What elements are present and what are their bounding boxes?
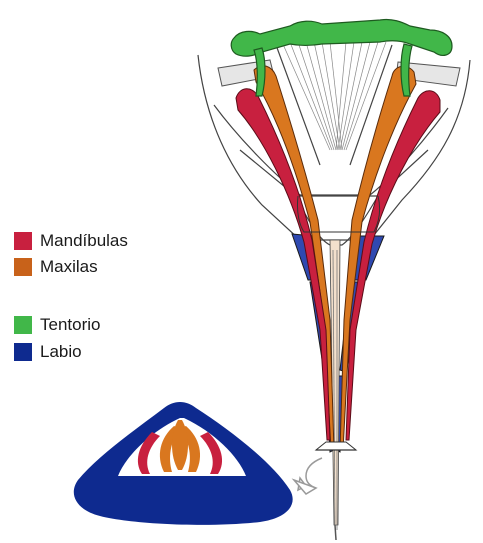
mandible-left (236, 89, 330, 440)
curved-arrow-icon (294, 458, 322, 494)
mandibulas-swatch (14, 232, 32, 250)
tentorium (231, 19, 452, 96)
legend-item-labio: Labio (14, 342, 82, 362)
legend-label: Mandíbulas (40, 232, 128, 250)
mouthparts-cross-section-icon (74, 402, 293, 525)
tentorium-bar (231, 19, 452, 56)
labio-swatch (14, 343, 32, 361)
lower-ring (316, 442, 356, 450)
legend-item-mandibulas: Mandíbulas (14, 231, 128, 251)
tentorio-swatch (14, 316, 32, 334)
legend-label: Tentorio (40, 316, 100, 334)
muscle-fibres (282, 42, 386, 150)
legend-item-tentorio: Tentorio (14, 315, 100, 335)
legend-label: Maxilas (40, 258, 98, 276)
stylet-tip (335, 525, 336, 540)
mandible-right (346, 91, 440, 440)
legend-label: Labio (40, 343, 82, 361)
legend-item-maxilas: Maxilas (14, 257, 98, 277)
maxilas-swatch (14, 258, 32, 276)
